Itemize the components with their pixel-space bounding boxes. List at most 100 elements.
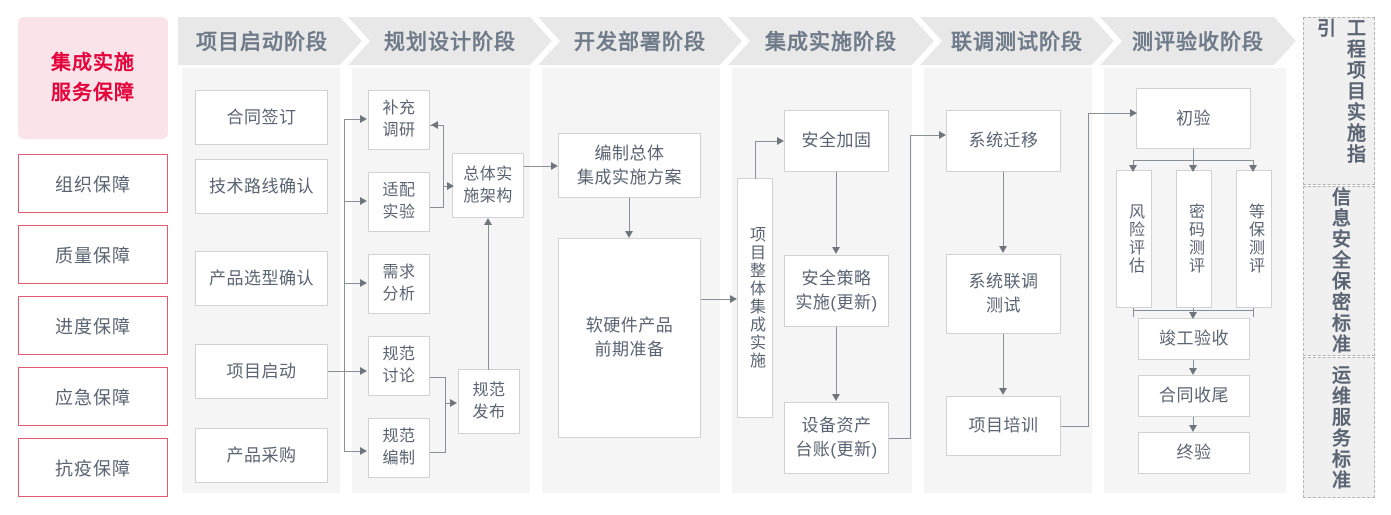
node-contract-closure[interactable]: 合同收尾 — [1138, 375, 1250, 417]
arrow-to-adaptation — [360, 197, 367, 205]
node-tech-route-confirm[interactable]: 技术路线确认 — [195, 159, 328, 214]
connector-drafting-right — [430, 452, 446, 454]
phase-header-planning: 规划设计阶段 — [348, 17, 552, 65]
node-label-line1: 需求 — [382, 264, 416, 281]
node-label-line2: 实验 — [382, 204, 416, 221]
node-spec-release[interactable]: 规范发布 — [458, 369, 520, 434]
node-spec-discussion[interactable]: 规范讨论 — [368, 336, 430, 396]
connector-merge-to-spec-release — [445, 377, 447, 453]
arrow-to-architecture-up — [484, 218, 492, 225]
arrow-to-preparation — [625, 231, 633, 238]
node-adaptation-experiment[interactable]: 适配实验 — [368, 172, 430, 232]
node-preliminary-acceptance[interactable]: 初验 — [1136, 88, 1251, 149]
node-completion-acceptance[interactable]: 竣工验收 — [1138, 318, 1250, 360]
node-system-migration[interactable]: 系统迁移 — [946, 110, 1061, 172]
arrow-to-spec-release — [450, 399, 457, 407]
connector-to-requirement — [344, 283, 361, 285]
node-spec-drafting[interactable]: 规范编制 — [368, 418, 430, 478]
arrow-to-system-migration — [939, 131, 946, 139]
node-label-line2: 讨论 — [382, 368, 416, 385]
node-security-policy-implementation[interactable]: 安全策略实施(更新) — [784, 255, 889, 327]
connector-adapt-right — [430, 207, 444, 209]
node-security-hardening[interactable]: 安全加固 — [784, 110, 889, 172]
connector-completion-to-closure — [1193, 360, 1195, 369]
connector-to-spec-discussion — [344, 371, 361, 373]
connector-discussion-right — [430, 377, 446, 379]
arrow-to-policy — [832, 247, 840, 254]
arrow-to-supplementary-research — [360, 115, 367, 123]
node-risk-assessment[interactable]: 风险评估 — [1116, 170, 1152, 308]
connector-acceptance-down — [1193, 149, 1195, 161]
node-label-line1: 设备资产 — [801, 416, 872, 435]
node-label-line1: 规范 — [382, 346, 416, 363]
node-final-acceptance[interactable]: 终验 — [1138, 432, 1250, 474]
node-label-line1: 补充 — [382, 100, 416, 117]
phase-header-integration: 集成实施阶段 — [728, 17, 934, 65]
node-contract-signing[interactable]: 合同签订 — [195, 90, 328, 145]
sidebar-item-epidemic[interactable]: 抗疫保障 — [18, 438, 168, 497]
connector-architecture-in — [443, 186, 449, 188]
sidebar-item-emergency[interactable]: 应急保障 — [18, 367, 168, 426]
arrow-to-cryptography-evaluation — [1189, 165, 1197, 172]
node-mlps-evaluation[interactable]: 等保测评 — [1236, 170, 1272, 308]
connector-to-adaptation — [344, 201, 361, 203]
connector-to-spec-drafting — [344, 451, 361, 453]
connector-preparation-to-integration — [701, 299, 731, 301]
node-product-procurement[interactable]: 产品采购 — [195, 428, 328, 483]
connector-ledger-up — [910, 135, 912, 439]
phase-header-joint-test: 联调测试阶段 — [920, 17, 1114, 65]
connector-ledger-right — [889, 438, 911, 440]
node-label-line2: 调研 — [382, 122, 416, 139]
node-label-line1: 编制总体 — [594, 143, 665, 163]
sidebar-item-organization[interactable]: 组织保障 — [18, 154, 168, 213]
arrow-to-hardening — [777, 137, 784, 145]
sidebar-item-quality[interactable]: 质量保障 — [18, 225, 168, 284]
node-label-line2: 编制 — [382, 450, 416, 467]
connector-to-preliminary-acceptance — [1088, 113, 1131, 115]
node-label-line2: 分析 — [382, 286, 416, 303]
node-equipment-asset-ledger[interactable]: 设备资产台账(更新) — [784, 402, 889, 474]
connector-migration-to-jointtest — [1003, 172, 1005, 247]
legend-engineering-guide-label: 工程项目实施指引 — [1314, 18, 1365, 165]
node-label-line1: 总体实 — [463, 165, 513, 183]
node-overall-implementation-architecture[interactable]: 总体实施架构 — [452, 153, 524, 218]
sidebar-header-line1: 集成实施 — [51, 52, 135, 74]
connector-mlps-down — [1253, 308, 1255, 317]
node-project-kickoff[interactable]: 项目启动 — [195, 344, 328, 399]
connector-training-right — [1061, 426, 1089, 428]
legend-infosec-standard[interactable]: 信息安全保密标准 — [1303, 186, 1375, 356]
node-product-selection-confirm[interactable]: 产品选型确认 — [195, 251, 328, 306]
node-cryptography-evaluation[interactable]: 密码测评 — [1176, 170, 1212, 308]
arrow-to-spec-drafting — [360, 447, 367, 455]
node-label-line2: 实施(更新) — [795, 293, 878, 312]
node-requirement-analysis[interactable]: 需求分析 — [368, 254, 430, 314]
node-overall-project-integration[interactable]: 项目整体集成实施 — [737, 178, 773, 418]
node-label-line2: 集成实施方案 — [577, 167, 682, 187]
node-label-line2: 前期准备 — [594, 340, 665, 359]
arrow-to-final-acceptance — [1189, 425, 1197, 432]
phase-header-startup: 项目启动阶段 — [178, 17, 362, 65]
node-supplementary-research[interactable]: 补充调研 — [368, 90, 430, 150]
connector-kickoff-out — [328, 371, 344, 373]
arrow-to-integration — [730, 295, 737, 303]
sidebar-item-schedule[interactable]: 进度保障 — [18, 296, 168, 355]
arrow-to-mlps-evaluation — [1249, 165, 1257, 172]
connector-drop-crypto — [1193, 160, 1195, 168]
arrow-to-completion-acceptance — [1189, 312, 1197, 319]
legend-ops-service-standard[interactable]: 运维服务标准 — [1303, 357, 1375, 498]
node-compile-overall-integration-plan[interactable]: 编制总体集成实施方案 — [558, 133, 701, 198]
arrow-to-preliminary-acceptance — [1130, 109, 1137, 117]
node-system-joint-debug-test[interactable]: 系统联调测试 — [946, 254, 1061, 334]
connector-planning-spine — [344, 119, 346, 451]
node-project-training[interactable]: 项目培训 — [946, 396, 1061, 456]
node-label-line1: 规范 — [472, 381, 506, 399]
node-label-line1: 规范 — [382, 428, 416, 445]
connector-integration-to-hardening — [755, 141, 778, 143]
connector-drop-mlps — [1253, 160, 1255, 168]
connector-closure-to-final — [1193, 417, 1195, 426]
legend-engineering-guide[interactable]: 工程项目实施指引 — [1303, 17, 1375, 185]
node-label-line2: 发布 — [472, 403, 506, 421]
arrow-to-training — [999, 388, 1007, 395]
node-hardware-software-preparation[interactable]: 软硬件产品前期准备 — [558, 238, 701, 438]
